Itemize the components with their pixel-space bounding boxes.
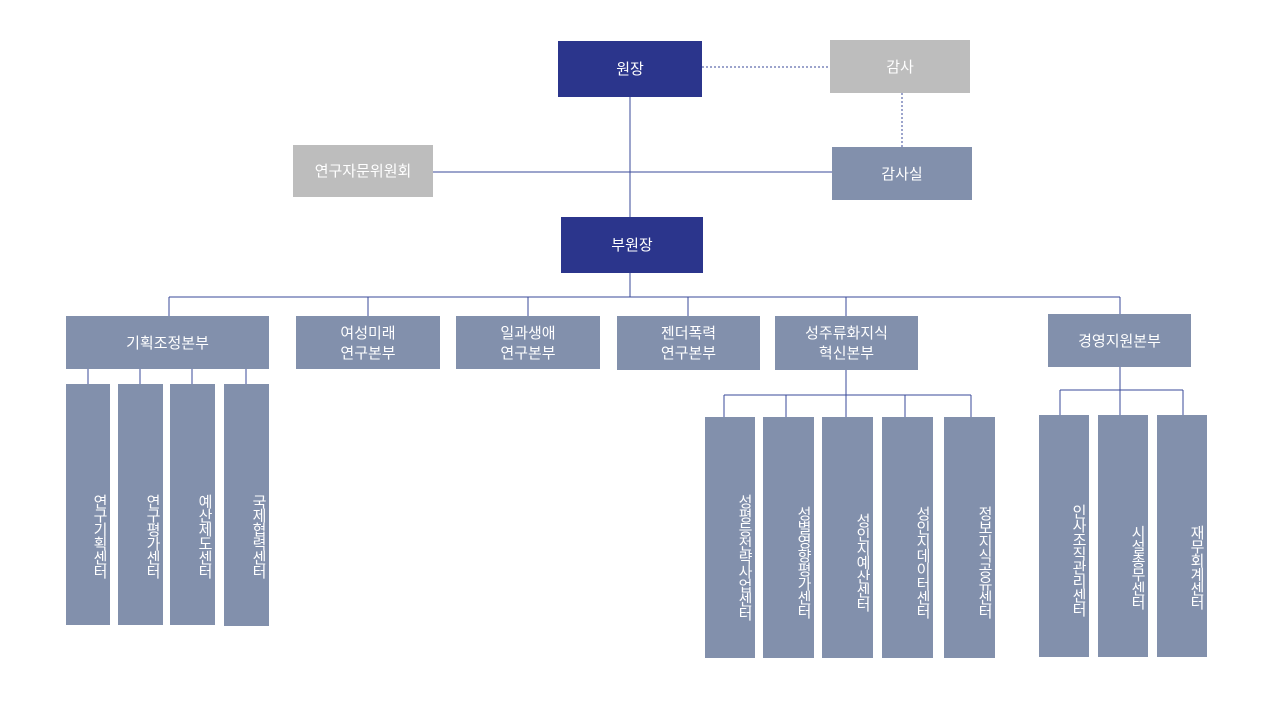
center-gender-data: 성인지데이터센터 <box>882 417 933 658</box>
center-research-planning: 연구기획센터 <box>66 384 110 625</box>
center-research-evaluation: 연구평가센터 <box>118 384 163 625</box>
center-international: 국제협력센터 <box>224 384 269 626</box>
division-work-family: 일과생애 연구본부 <box>456 316 600 369</box>
division-women-future: 여성미래 연구본부 <box>296 316 440 369</box>
vice-director-box: 부원장 <box>561 217 703 273</box>
center-hr-organization: 인사조직관리센터 <box>1039 415 1089 657</box>
director-box: 원장 <box>558 41 702 97</box>
center-gender-impact: 성별영향평가센터 <box>763 417 814 658</box>
center-gender-budget: 성인지예산센터 <box>822 417 873 658</box>
center-finance-accounting: 재무회계센터 <box>1157 415 1207 657</box>
division-gender-violence: 젠더폭력 연구본부 <box>617 316 760 370</box>
center-budget-system: 예산제도센터 <box>170 384 215 625</box>
division-gender-knowledge: 성주류화지식 혁신본부 <box>775 316 918 370</box>
auditor-box: 감사 <box>830 40 970 93</box>
center-equality-strategy: 성평등전략사업센터 <box>705 417 755 658</box>
division-management: 경영지원본부 <box>1048 314 1191 367</box>
audit-office-box: 감사실 <box>832 147 972 200</box>
advisory-committee-box: 연구자문위원회 <box>293 145 433 197</box>
division-planning: 기획조정본부 <box>66 316 269 369</box>
center-info-sharing: 정보지식공유센터 <box>944 417 995 658</box>
center-facilities: 시설총무센터 <box>1098 415 1148 657</box>
